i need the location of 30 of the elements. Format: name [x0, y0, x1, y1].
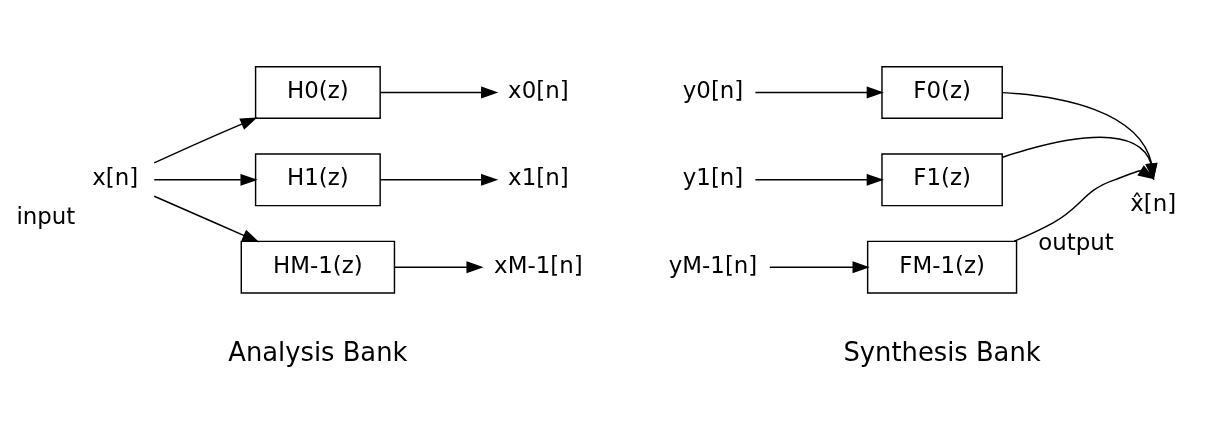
node-text: yM-1[n] — [668, 251, 758, 278]
node-box: H1(z) — [254, 152, 381, 206]
arrow — [754, 86, 884, 98]
arrow — [153, 116, 258, 163]
arrow — [1013, 164, 1156, 242]
node-text: x0[n] — [508, 76, 569, 103]
node-text: x[n] — [92, 163, 139, 190]
label: Synthesis Bank — [843, 336, 1041, 367]
node-box: HM-1(z) — [240, 240, 396, 294]
node-text: x1[n] — [508, 163, 569, 190]
node-label: input — [16, 202, 76, 229]
node-text: xM-1[n] — [494, 251, 583, 278]
node-box: F1(z) — [881, 152, 1003, 206]
node-text: y0[n] — [682, 76, 744, 103]
arrow — [153, 173, 258, 186]
arrow — [153, 195, 260, 242]
arrow — [394, 260, 484, 273]
node-text: x̂[n] — [1130, 189, 1177, 216]
label: Analysis Bank — [228, 336, 408, 367]
node-label: output — [1038, 228, 1114, 255]
arrow — [769, 260, 870, 273]
arrow — [1001, 91, 1158, 181]
arrow — [379, 86, 499, 98]
node-box: FM-1(z) — [866, 240, 1018, 294]
arrow — [754, 173, 884, 186]
node-text: y1[n] — [682, 163, 744, 190]
node-box: H0(z) — [254, 65, 381, 119]
arrow — [379, 173, 499, 186]
node-box: F0(z) — [881, 65, 1003, 119]
arrow — [1001, 136, 1158, 181]
